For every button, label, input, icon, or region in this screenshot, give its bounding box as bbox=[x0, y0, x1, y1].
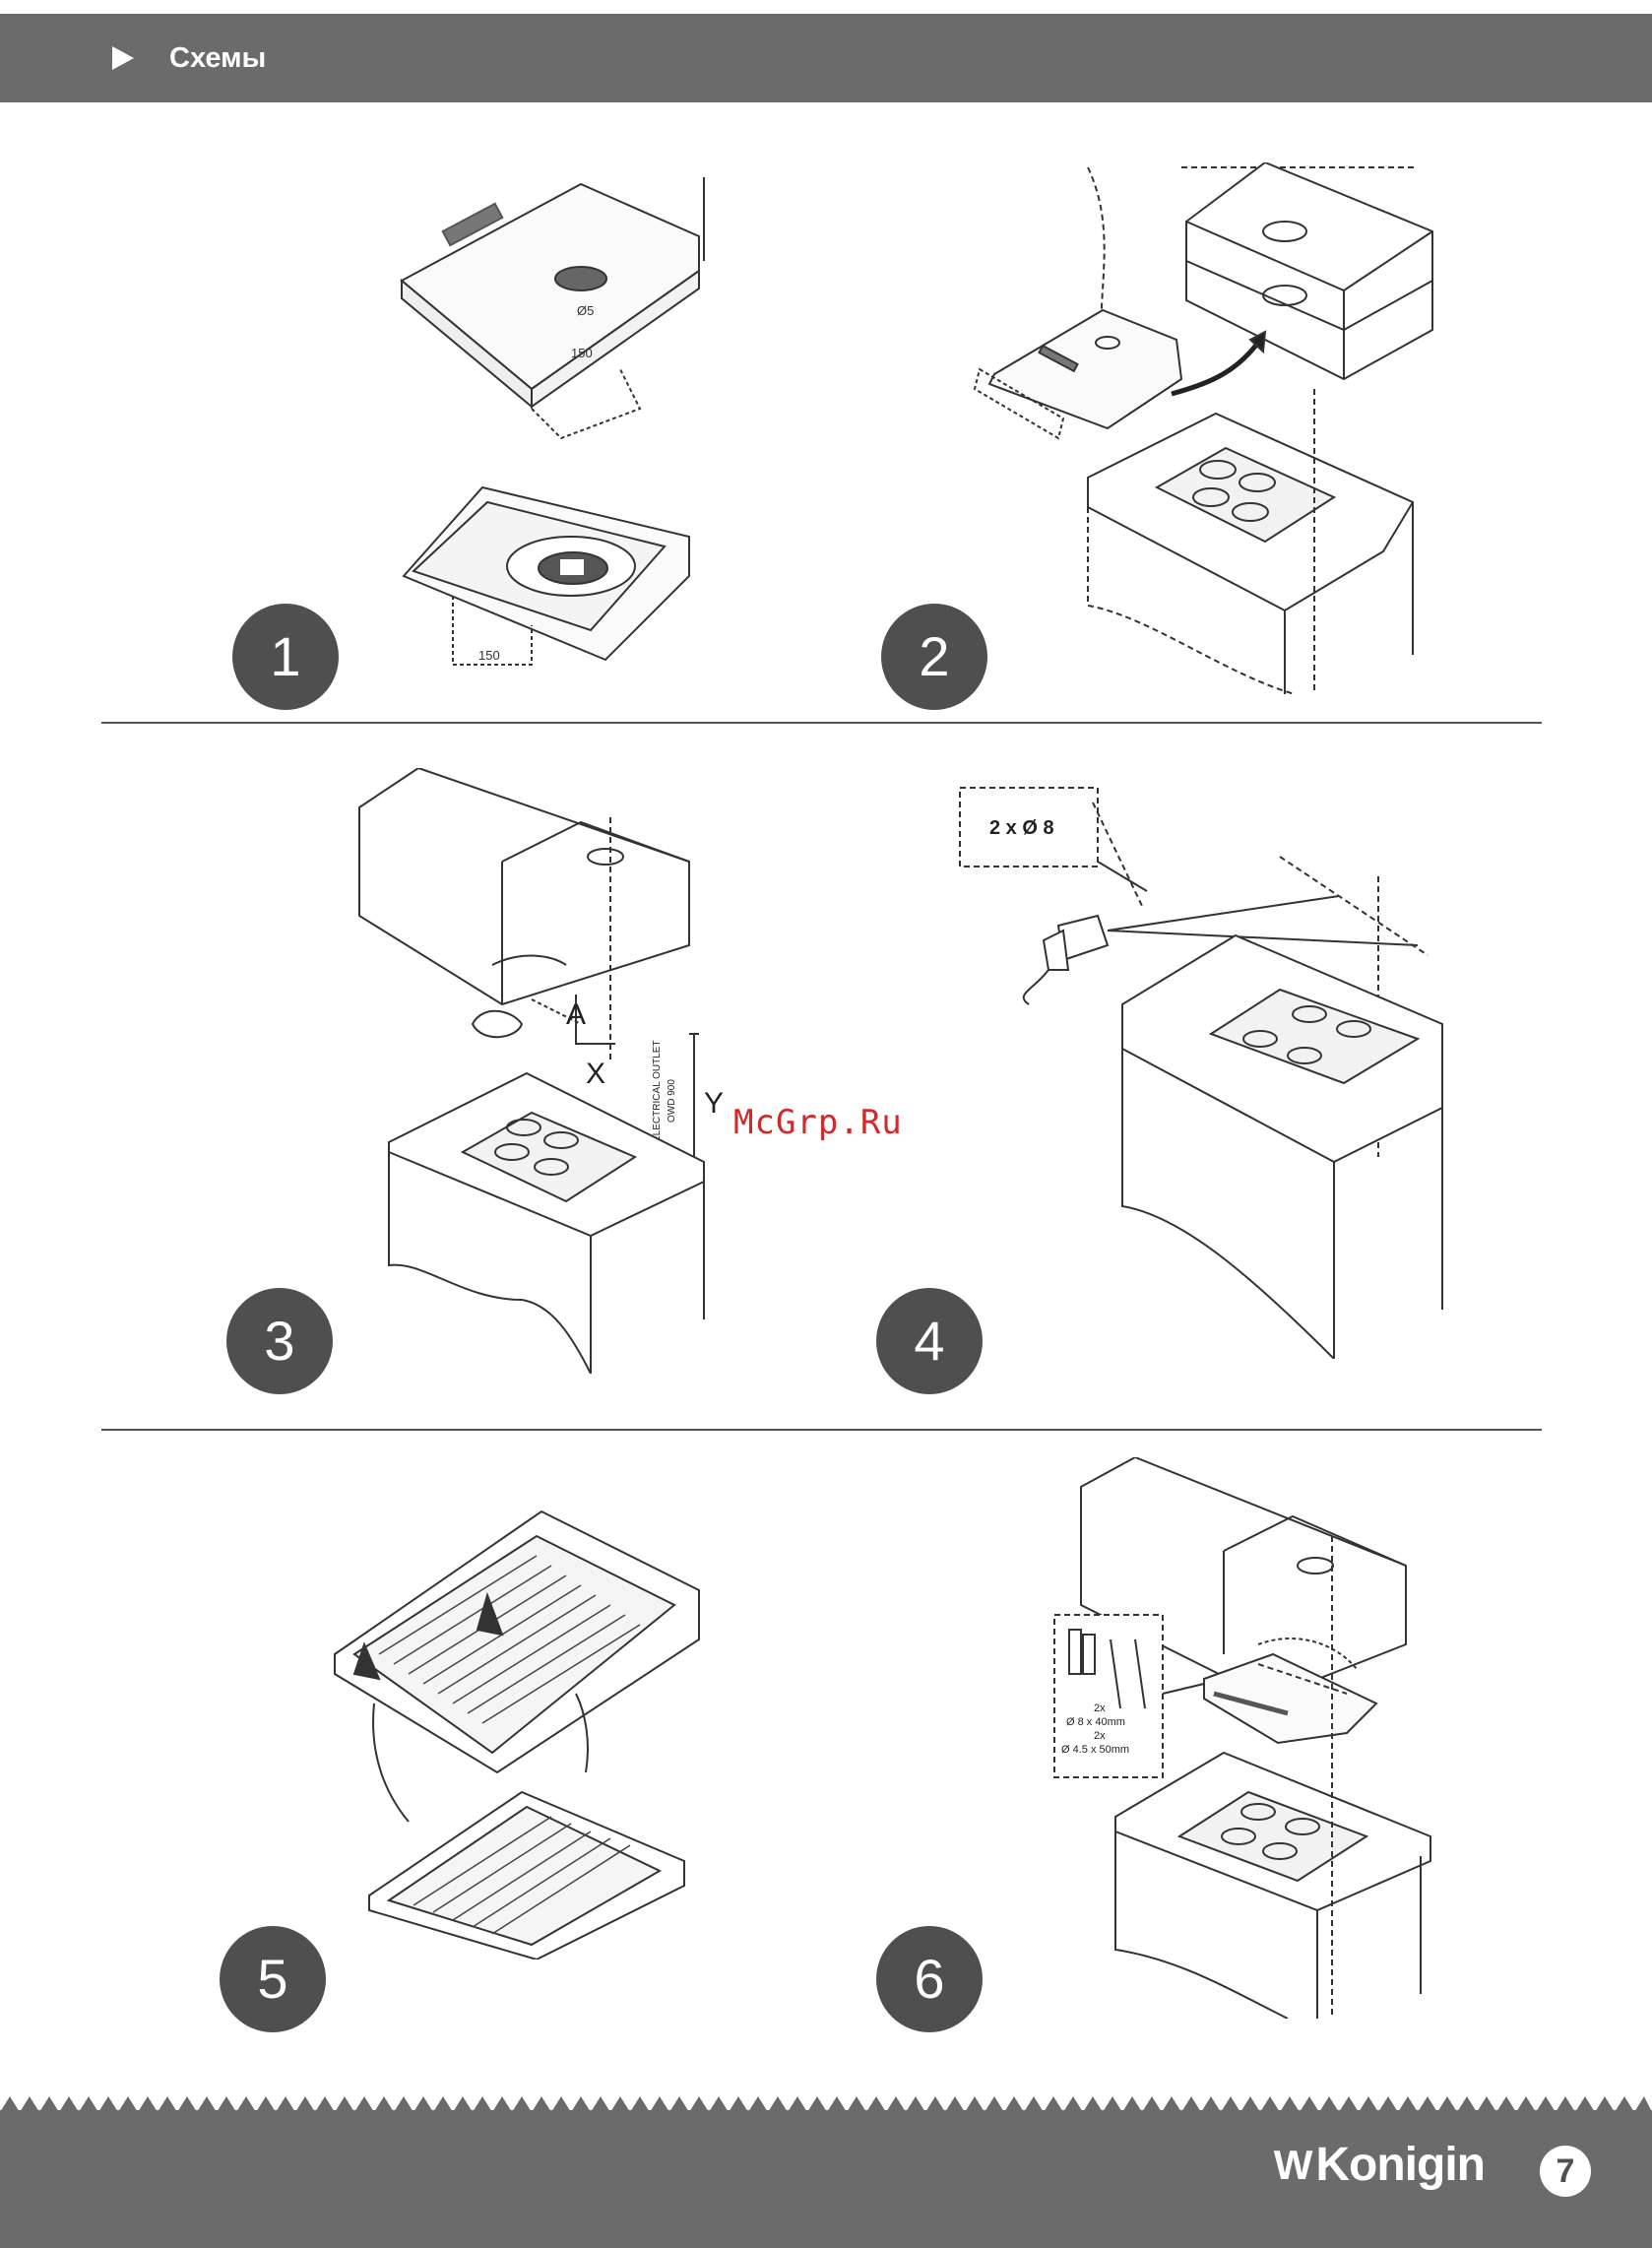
section-header: Схемы bbox=[0, 14, 1652, 102]
figure-6-spec-1: Ø 8 x 40mm bbox=[1066, 1716, 1125, 1728]
step-badge-1: 1 bbox=[232, 604, 339, 710]
page-number: 7 bbox=[1540, 2146, 1591, 2197]
step-badge-5: 5 bbox=[220, 1926, 326, 2032]
figure-3-label-a: A bbox=[566, 998, 586, 1031]
brand-logo: W Konigin bbox=[1274, 2138, 1485, 2192]
figure-6-spec-2: Ø 4.5 x 50mm bbox=[1061, 1744, 1129, 1756]
figure-1-hood-top-bottom: Ø5 150 150 bbox=[384, 162, 719, 699]
zigzag-border bbox=[0, 2094, 1652, 2112]
figure-1-dim-3: 150 bbox=[478, 648, 500, 663]
brand-name: Konigin bbox=[1315, 2138, 1485, 2192]
divider-2 bbox=[101, 1429, 1542, 1431]
brand-mark-icon: W bbox=[1274, 2142, 1312, 2189]
step-badge-4: 4 bbox=[876, 1288, 983, 1394]
figure-3-owd-label: OWD 900 bbox=[667, 1079, 677, 1123]
figure-3-label-y: Y bbox=[704, 1087, 724, 1120]
figure-6-qty-1: 2x bbox=[1094, 1702, 1106, 1714]
figure-1-dim-2: 150 bbox=[571, 346, 593, 360]
figure-3-measure-position: A X Y ELECTRICAL OUTLET OWD 900 bbox=[354, 768, 748, 1374]
figure-4-callout: 2 x Ø 8 bbox=[989, 817, 1054, 839]
figure-5-grease-filter bbox=[330, 1507, 704, 1959]
figure-3-label-x: X bbox=[586, 1058, 605, 1090]
figure-6-mount-hood: 2x Ø 8 x 40mm 2x Ø 4.5 x 50mm bbox=[1051, 1457, 1445, 2019]
step-badge-2: 2 bbox=[881, 604, 987, 710]
divider-1 bbox=[101, 722, 1542, 724]
figure-6-qty-2: 2x bbox=[1094, 1730, 1106, 1742]
figure-4-drill-holes: 2 x Ø 8 bbox=[955, 783, 1447, 1359]
figure-3-outlet-label: ELECTRICAL OUTLET bbox=[652, 1040, 663, 1142]
section-title: Схемы bbox=[169, 42, 266, 75]
figure-1-dim-1: Ø5 bbox=[577, 303, 594, 318]
page-footer: W Konigin 7 bbox=[0, 2110, 1652, 2248]
watermark: McGrp.Ru bbox=[733, 1103, 903, 1142]
step-badge-3: 3 bbox=[226, 1288, 333, 1394]
play-icon bbox=[112, 46, 134, 70]
figure-2-hood-into-cabinet bbox=[970, 162, 1442, 694]
step-badge-6: 6 bbox=[876, 1926, 983, 2032]
